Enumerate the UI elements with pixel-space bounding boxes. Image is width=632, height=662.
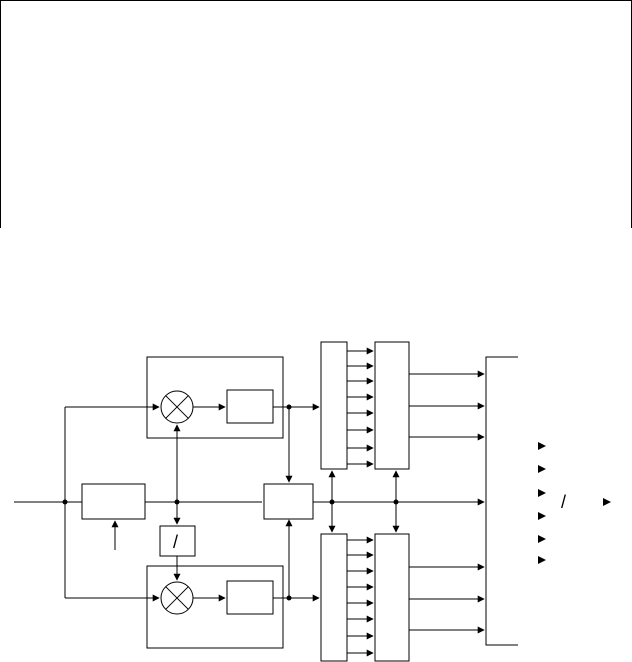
output-arrow-glyphs bbox=[538, 442, 611, 564]
bottom-channel-enclosure bbox=[146, 565, 284, 649]
output-divider-label: / bbox=[561, 492, 566, 512]
bottom-filter-block bbox=[226, 580, 274, 615]
divider-label: / bbox=[173, 532, 178, 552]
top-logic-block bbox=[374, 341, 410, 470]
bottom-logic-block bbox=[374, 533, 410, 662]
top-frame bbox=[0, 0, 632, 228]
top-register-block bbox=[320, 341, 348, 470]
top-filter-block bbox=[226, 389, 274, 424]
center-processor-block bbox=[263, 483, 314, 520]
top-channel-enclosure bbox=[146, 356, 284, 439]
oscillator-block bbox=[81, 483, 146, 520]
bottom-register-block bbox=[320, 533, 348, 662]
output-bus bbox=[485, 356, 518, 646]
